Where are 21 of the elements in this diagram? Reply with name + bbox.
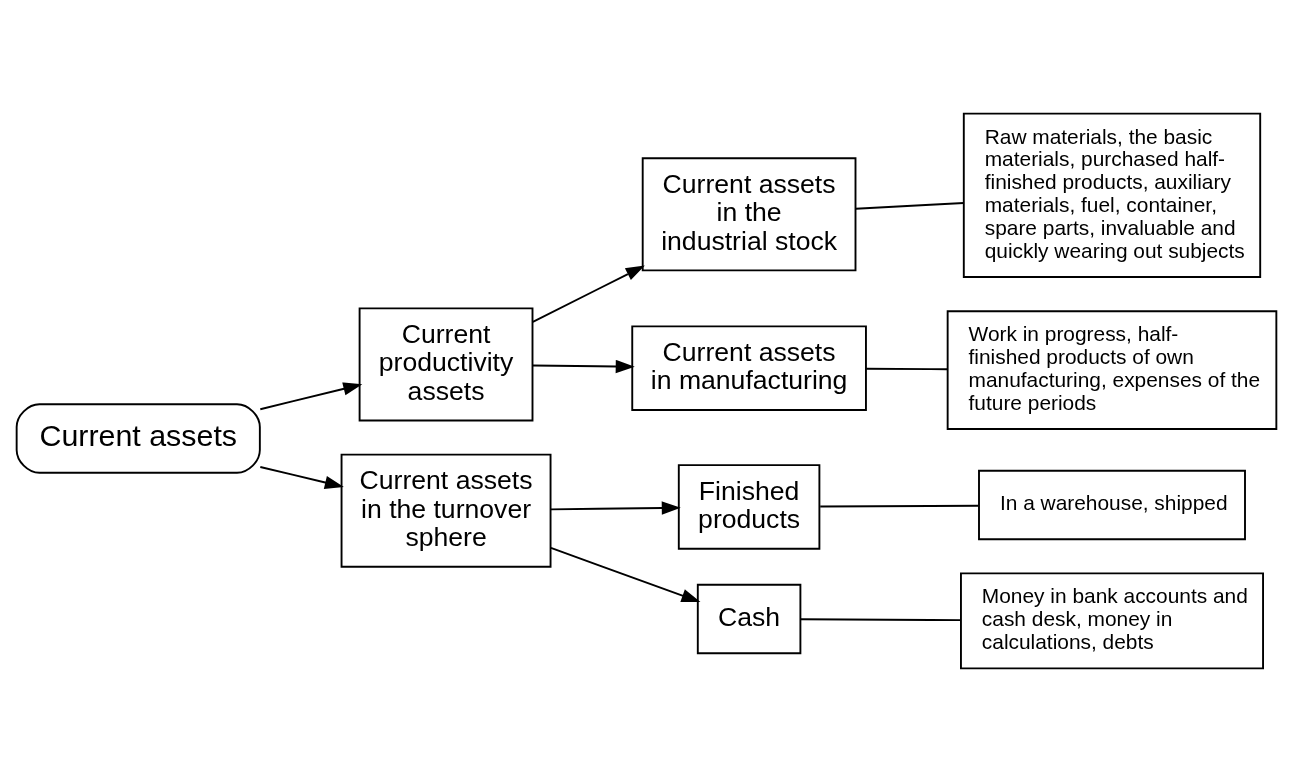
arrow — [259, 466, 344, 489]
node-box: Cash — [696, 583, 802, 655]
arrow — [549, 501, 681, 515]
arrow — [531, 265, 645, 323]
node-box: Current assets — [15, 403, 261, 474]
arrow — [259, 382, 363, 411]
connector — [865, 367, 949, 371]
arrow — [531, 359, 635, 374]
node-box: Current assets in manufacturing — [631, 325, 867, 411]
node-box: Current assets in the turnover sphere — [340, 453, 552, 568]
node-box: Money in bank accounts and cash desk, money in calculations, debts — [960, 572, 1264, 670]
connector — [819, 504, 980, 508]
node-box: Finished products — [677, 464, 821, 550]
connector — [799, 618, 962, 622]
connector — [854, 202, 965, 210]
node-box: Current assets in the industrial stock — [641, 157, 857, 272]
node-box: Raw materials, the basic materials, purchased half-finished products, auxiliary materials, fuel, container, spare parts, invaluable and quickly wearing out subjects — [962, 112, 1262, 278]
node-box: Work in progress, half-finished products of own manufacturing, expenses of the future periods — [946, 310, 1278, 430]
arrow — [549, 547, 701, 603]
node-box: Current productivity assets — [358, 307, 534, 422]
node-box: In a warehouse, shipped — [978, 469, 1246, 541]
